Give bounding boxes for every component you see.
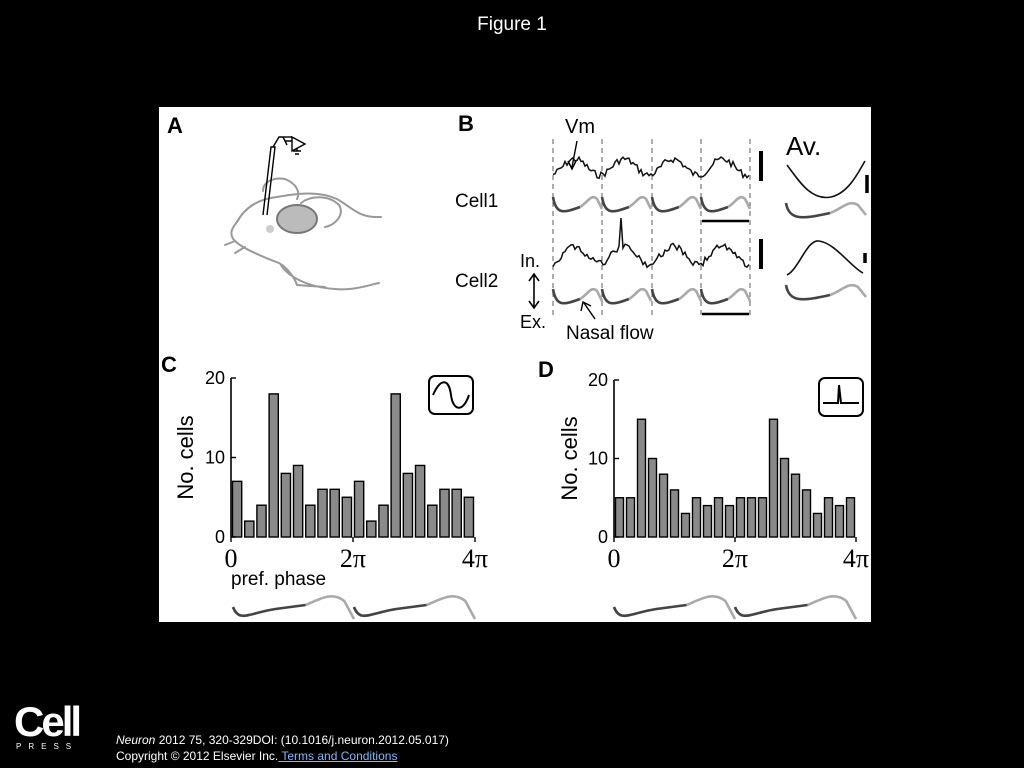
citation-details: 2012 75, 320-329DOI: (10.1016/j.neuron.2… [155,733,449,747]
citation-journal: Neuron [116,733,156,747]
cell2-average-flow-trace [784,283,868,301]
histogram-c-y-tick-label: 20 [205,368,225,388]
histogram-d-y-tick-label: 0 [598,527,608,547]
panel-d-phase-reference-trace [612,594,858,620]
rat-head-illustration [224,177,382,291]
histogram-c-x-tick-label: 4π [462,544,488,573]
cell1-average-vm-trace [786,160,866,199]
histogram-d-bar [647,457,658,538]
histogram-d-bar [713,497,724,538]
histogram-c-bar [292,464,304,538]
histogram-c-bar [341,496,353,538]
terms-and-conditions-link[interactable]: Terms and Conditions [278,749,398,763]
nasal-flow-label: Nasal flow [566,323,654,344]
histogram-d-bar [801,489,812,538]
recording-site-dot [266,225,274,233]
histogram-c-bar [329,488,341,538]
cell2-nasal-flow-trace [551,287,752,305]
sinusoid-icon [428,375,474,415]
histogram-d-bar [768,418,779,538]
slide-title: Figure 1 [477,14,547,35]
cell1-average-flow-trace [784,201,868,219]
histogram-c-y-tick-label: 0 [215,527,225,547]
exhalation-label: Ex. [520,312,546,332]
cell2-average-vm-trace [786,240,864,276]
histogram-c-bar [378,504,389,538]
cell1-vm-trace [552,155,750,180]
vm-label: Vm [565,116,595,138]
histogram-d-bar [724,504,735,538]
histogram-d-x-tick-label: 2π [722,544,748,573]
figure-svg: A B Vm Av. Cell1 Cell2 In. Ex. Nasal flo… [161,111,869,620]
vm-arrow [571,140,578,168]
histogram-d-y-tick-label: 10 [588,449,608,469]
histogram-d-bar [669,489,680,538]
histogram-d-bar [658,473,669,538]
histogram-d-bar [625,497,636,538]
inhalation-label: In. [520,251,540,271]
histogram-c-bar [268,393,279,538]
panel-d-letter: D [538,357,554,382]
recording-electrode [262,135,307,216]
cell2-label: Cell2 [455,271,498,292]
copyright-text: Copyright © 2012 Elsevier Inc. [116,749,279,763]
histogram-c-bar [390,393,402,538]
histogram-d-x-tick-label: 0 [608,544,621,573]
histogram-d-x-tick-label: 4π [843,544,869,573]
figure-panel: A B Vm Av. Cell1 Cell2 In. Ex. Nasal flo… [159,107,871,622]
histogram-d-bar [614,497,625,538]
copyright-line: Copyright © 2012 Elsevier Inc. Terms and… [116,749,397,763]
citation: Neuron 2012 75, 320-329DOI: (10.1016/j.n… [116,733,449,747]
histogram-c-x-tick-label: 2π [340,544,366,573]
histogram-c-bar [451,488,463,538]
histogram-d-bar [757,497,768,538]
histogram-c-bar [427,504,438,538]
histogram-c-y-tick-label: 10 [205,448,225,468]
histogram-d-bar [691,497,702,538]
histogram-c-bar [365,520,377,538]
histogram-c-bar [243,520,255,538]
panel-a-letter: A [167,113,183,138]
histogram-c-x-tick-label: 0 [225,544,238,573]
cell1-label: Cell1 [455,191,498,212]
cycle-divider-lines [552,139,751,319]
histogram-d-bar [812,512,823,538]
histogram-d-y-tick-label: 20 [588,370,608,390]
olfactory-bulb-region [276,204,318,234]
histogram-d-bar [845,497,856,538]
histogram-d-bar [636,418,647,538]
histogram-d-bar [702,504,713,538]
histogram-c-bar [414,464,426,538]
histogram-d-bar [680,512,691,538]
histogram-d-bar [834,504,845,538]
cell-press-logo: Cell PRESS [14,698,82,752]
average-label: Av. [786,131,821,161]
histogram-c-y-axis-label: No. cells [173,415,198,499]
panel-b-letter: B [458,111,474,136]
panel-c-phase-reference-trace [231,594,477,620]
cell2-vm-trace [552,218,750,269]
panel-c-letter: C [161,352,177,377]
pref-phase-label: pref. phase [231,569,326,590]
histogram-c-bar [463,496,475,538]
histogram-c-bar [402,472,414,538]
histogram-d-bar [746,497,757,538]
histogram-d-bar [823,497,834,538]
histogram-c-bar [256,504,267,538]
histogram-d-bar [790,473,801,538]
spike-icon [818,377,864,417]
histogram-c-bar [280,472,292,538]
histogram-c-bar [353,480,365,538]
histogram-c-bar [304,504,316,538]
histogram-d-y-axis-label: No. cells [557,416,582,500]
nasal-flow-arrow [583,302,596,320]
histogram-d-bar [779,457,790,538]
histogram-c-bar [439,488,450,538]
histogram-d-bar [735,497,746,538]
histogram-c-bar [317,488,328,538]
cell1-nasal-flow-trace [551,195,752,213]
histogram-c-bar [231,480,243,538]
